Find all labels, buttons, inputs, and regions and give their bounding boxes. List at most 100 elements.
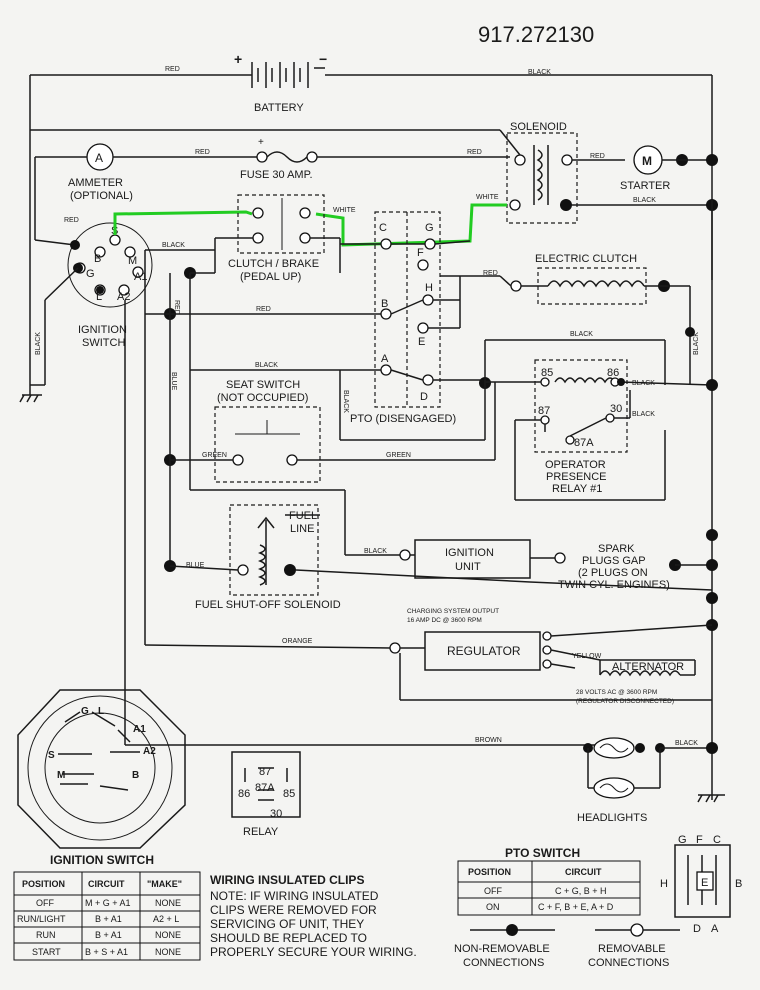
relay-pin-30: 30: [610, 403, 622, 415]
wire-label-red-pto: RED: [256, 306, 271, 313]
fuse-plus: +: [258, 137, 264, 148]
wire-label-black-seat: BLACK: [342, 390, 349, 413]
removable-circle-icon: [630, 923, 644, 937]
pto-face-b: B: [735, 878, 742, 890]
pto-th-position: POSITION: [468, 867, 511, 877]
pto-pin-f: F: [417, 247, 424, 259]
clutch-brake-switch: CLUTCH / BRAKE (PEDAL UP): [228, 194, 325, 283]
regulator-label: REGULATOR: [447, 644, 521, 658]
clips-line-1: NOTE: IF WIRING INSULATED: [210, 889, 379, 903]
ground-left-icon: [19, 384, 45, 403]
wire-label-orange: ORANGE: [282, 638, 313, 645]
relay-box-85: 85: [283, 788, 295, 800]
operator-presence-relay: 85 86 87 30 87A OPERATOR PRESENCE RELAY …: [534, 359, 628, 495]
pto-r0-c1: C + G, B + H: [555, 886, 607, 896]
ign-th-make: "MAKE": [147, 879, 182, 889]
starter-motor-icon: M: [633, 145, 663, 175]
ign-r3-c2: NONE: [155, 947, 181, 957]
solenoid: SOLENOID: [506, 121, 578, 224]
ignition-switch: S B M G A1 L A2 IGNITION SWITCH: [67, 222, 153, 349]
starter-label: STARTER: [620, 180, 670, 192]
wiring-clips-note: WIRING INSULATED CLIPS NOTE: IF WIRING I…: [210, 873, 417, 959]
legend-removable-2: CONNECTIONS: [588, 957, 669, 969]
relay-box-87: 87: [259, 766, 271, 778]
battery-minus: −: [319, 51, 327, 67]
ign-r1-c0: RUN/LIGHT: [17, 914, 66, 924]
ign-r3-c1: B + S + A1: [85, 947, 128, 957]
wire-label-black-pto: BLACK: [255, 362, 278, 369]
pto-switch-table: PTO SWITCH POSITION CIRCUIT OFF C + G, B…: [457, 846, 641, 916]
non-removable-dot-icon: [506, 924, 518, 936]
wire-label-brown: BROWN: [475, 737, 502, 744]
face-pin-g: G: [81, 706, 89, 717]
model-number: 917.272130: [478, 22, 594, 47]
switch-pin-g: G: [86, 268, 95, 280]
legend-non-removable-2: CONNECTIONS: [463, 957, 544, 969]
pto-face-e: E: [701, 877, 708, 889]
clips-line-2: CLIPS WERE REMOVED FOR: [210, 903, 377, 917]
pto-r0-c0: OFF: [484, 886, 502, 896]
face-pin-m: M: [57, 770, 65, 781]
switch-pin-a2: A2: [117, 291, 130, 303]
battery: + − BATTERY: [30, 51, 713, 800]
relay-box-30: 30: [270, 808, 282, 820]
relay-pin-85: 85: [541, 367, 553, 379]
wire-label-black-relay-30: BLACK: [632, 411, 655, 418]
ground-right-icon: [697, 794, 725, 803]
wire-label-black-battery: BLACK: [528, 69, 551, 76]
pto-pin-e: E: [418, 336, 425, 348]
wire-label-black-ground: BLACK: [35, 332, 42, 355]
wire-label-black-relay-86: BLACK: [632, 380, 655, 387]
wire-label-white-solenoid: WHITE: [476, 194, 499, 201]
switch-pin-a1: A1: [134, 271, 147, 283]
face-pin-a2: A2: [143, 746, 156, 757]
ignition-unit-label-1: IGNITION: [445, 547, 494, 559]
ignition-switch-label-2: SWITCH: [82, 337, 125, 349]
wire-label-black-headlights: BLACK: [675, 740, 698, 747]
clutch-brake-label-1: CLUTCH / BRAKE: [228, 258, 319, 270]
seat-switch-label-1: SEAT SWITCH: [226, 379, 300, 391]
alternator: ALTERNATOR 28 VOLTS AC @ 3600 RPM (REGUL…: [576, 660, 696, 705]
pto-face-g: G: [678, 834, 687, 846]
relay-pinout: 87 86 87A 85 30 RELAY: [231, 751, 301, 838]
legend-removable-1: REMOVABLE: [598, 943, 666, 955]
wire-label-yellow: YELLOW: [572, 653, 602, 660]
pto-pin-g: G: [425, 222, 434, 234]
relay-label-2: PRESENCE: [546, 471, 607, 483]
clutch-brake-label-2: (PEDAL UP): [240, 271, 301, 283]
clips-line-3: SERVICING OF UNIT, THEY: [210, 917, 364, 931]
solenoid-label: SOLENOID: [510, 121, 567, 133]
regulator: REGULATOR: [424, 631, 541, 671]
legend-non-removable-1: NON-REMOVABLE: [454, 943, 550, 955]
charging-note-1: CHARGING SYSTEM OUTPUT: [407, 608, 499, 615]
face-pin-l: L: [98, 706, 104, 717]
ign-th-position: POSITION: [22, 879, 65, 889]
ign-r1-c2: A2 + L: [153, 914, 179, 924]
clips-title: WIRING INSULATED CLIPS: [210, 873, 364, 887]
pto-r1-c0: ON: [486, 902, 500, 912]
spark-label-4: TWIN CYL. ENGINES): [558, 579, 670, 591]
pto-face-d: D: [693, 923, 701, 935]
ign-r2-c1: B + A1: [95, 930, 122, 940]
pto-pin-a: A: [381, 353, 389, 365]
relay-box-86: 86: [238, 788, 250, 800]
ign-r0-c2: NONE: [155, 898, 181, 908]
wire-label-white-clutch: WHITE: [333, 207, 356, 214]
electric-clutch-label: ELECTRIC CLUTCH: [535, 253, 637, 265]
pto-pin-b: B: [381, 298, 388, 310]
wire-label-red-starter: RED: [590, 153, 605, 160]
wire-label-black-a1: BLACK: [162, 242, 185, 249]
battery-label: BATTERY: [254, 102, 304, 114]
seat-switch: SEAT SWITCH (NOT OCCUPIED): [214, 379, 321, 483]
clips-line-5: PROPERLY SECURE YOUR WIRING.: [210, 945, 417, 959]
pto-table-title: PTO SWITCH: [505, 846, 580, 860]
ammeter-label-2: (OPTIONAL): [70, 190, 133, 202]
ign-r3-c0: START: [32, 947, 61, 957]
clips-line-4: SHOULD BE REPLACED TO: [210, 931, 367, 945]
battery-plus: +: [234, 51, 242, 67]
wire-label-red-vertical: RED: [173, 300, 180, 315]
spark-label-2: PLUGS GAP: [582, 555, 646, 567]
wire-label-black-clutch: BLACK: [693, 332, 700, 355]
switch-pin-m: M: [128, 255, 137, 267]
